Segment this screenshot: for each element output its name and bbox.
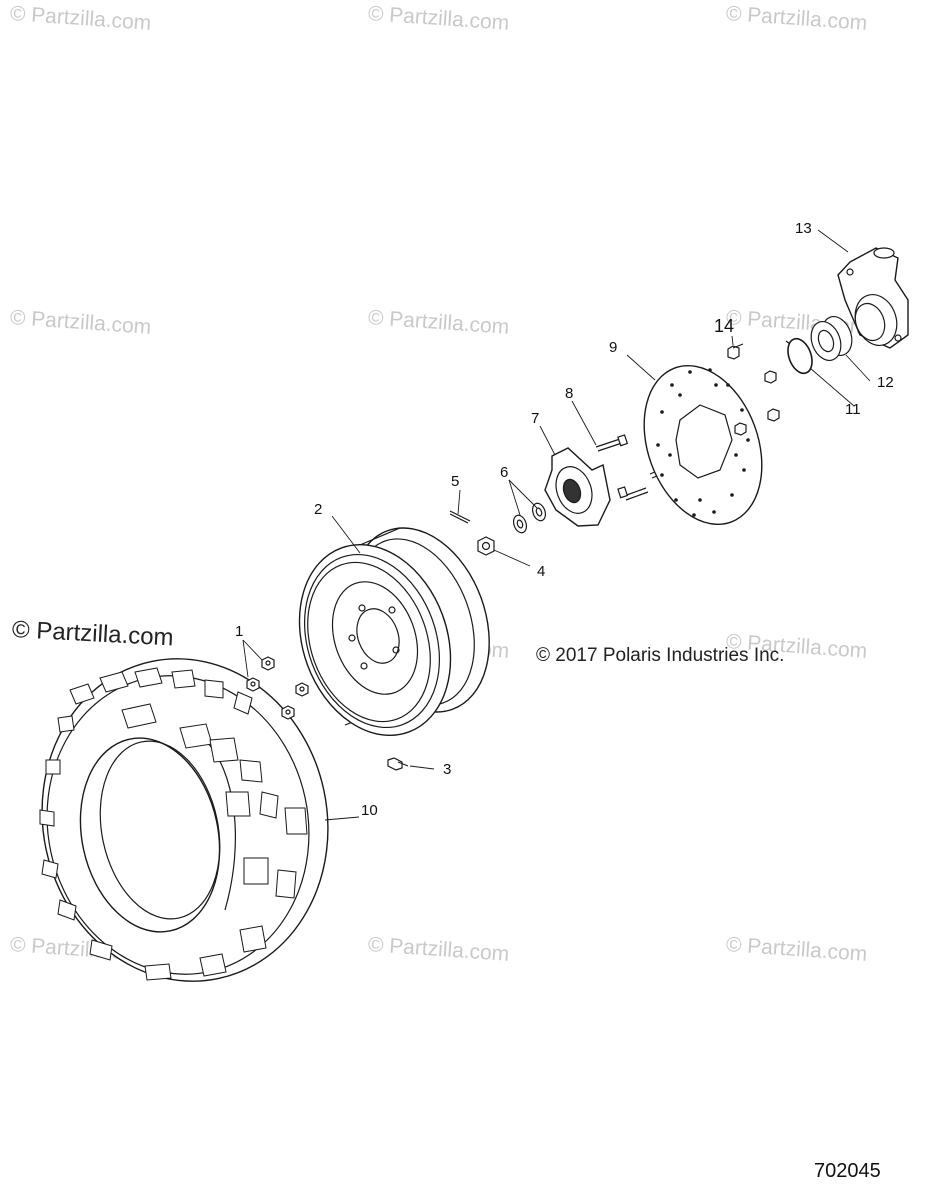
wheel-bearing: [810, 316, 853, 361]
valve-stem: [387, 757, 409, 771]
retaining-ring: [785, 337, 813, 375]
figure-number: 702045: [814, 1160, 881, 1182]
leader-lines: [242, 229, 871, 821]
lug-nuts: [246, 656, 309, 720]
steering-knuckle: [837, 247, 909, 349]
callout-10: 10: [361, 802, 378, 819]
callout-6: 6: [500, 464, 508, 481]
disc-bolts: [727, 343, 780, 436]
callout-14: 14: [714, 316, 734, 336]
callout-7: 7: [531, 410, 539, 427]
cotter-pin: [449, 510, 471, 524]
callout-12: 12: [877, 374, 894, 391]
callout-11: 11: [845, 401, 861, 418]
tire: [39, 658, 329, 982]
callout-2: 2: [314, 501, 322, 518]
copyright-notice: © 2017 Polaris Industries Inc.: [536, 645, 785, 666]
callout-13: 13: [795, 220, 812, 237]
callout-4: 4: [537, 563, 545, 580]
washers: [512, 502, 547, 534]
spindle-nut: [477, 536, 495, 556]
callout-3: 3: [443, 761, 451, 778]
brake-disc: [643, 364, 763, 526]
wheel-rim: [298, 527, 490, 737]
callout-9: 9: [609, 339, 617, 356]
callout-8: 8: [565, 385, 573, 402]
wheel-hub: [544, 447, 611, 527]
callout-5: 5: [451, 473, 459, 490]
callout-labels: 1 2 3 4 5 6 7 8 9 10 11 12 13 14: [235, 220, 894, 819]
callout-1: 1: [235, 623, 243, 640]
